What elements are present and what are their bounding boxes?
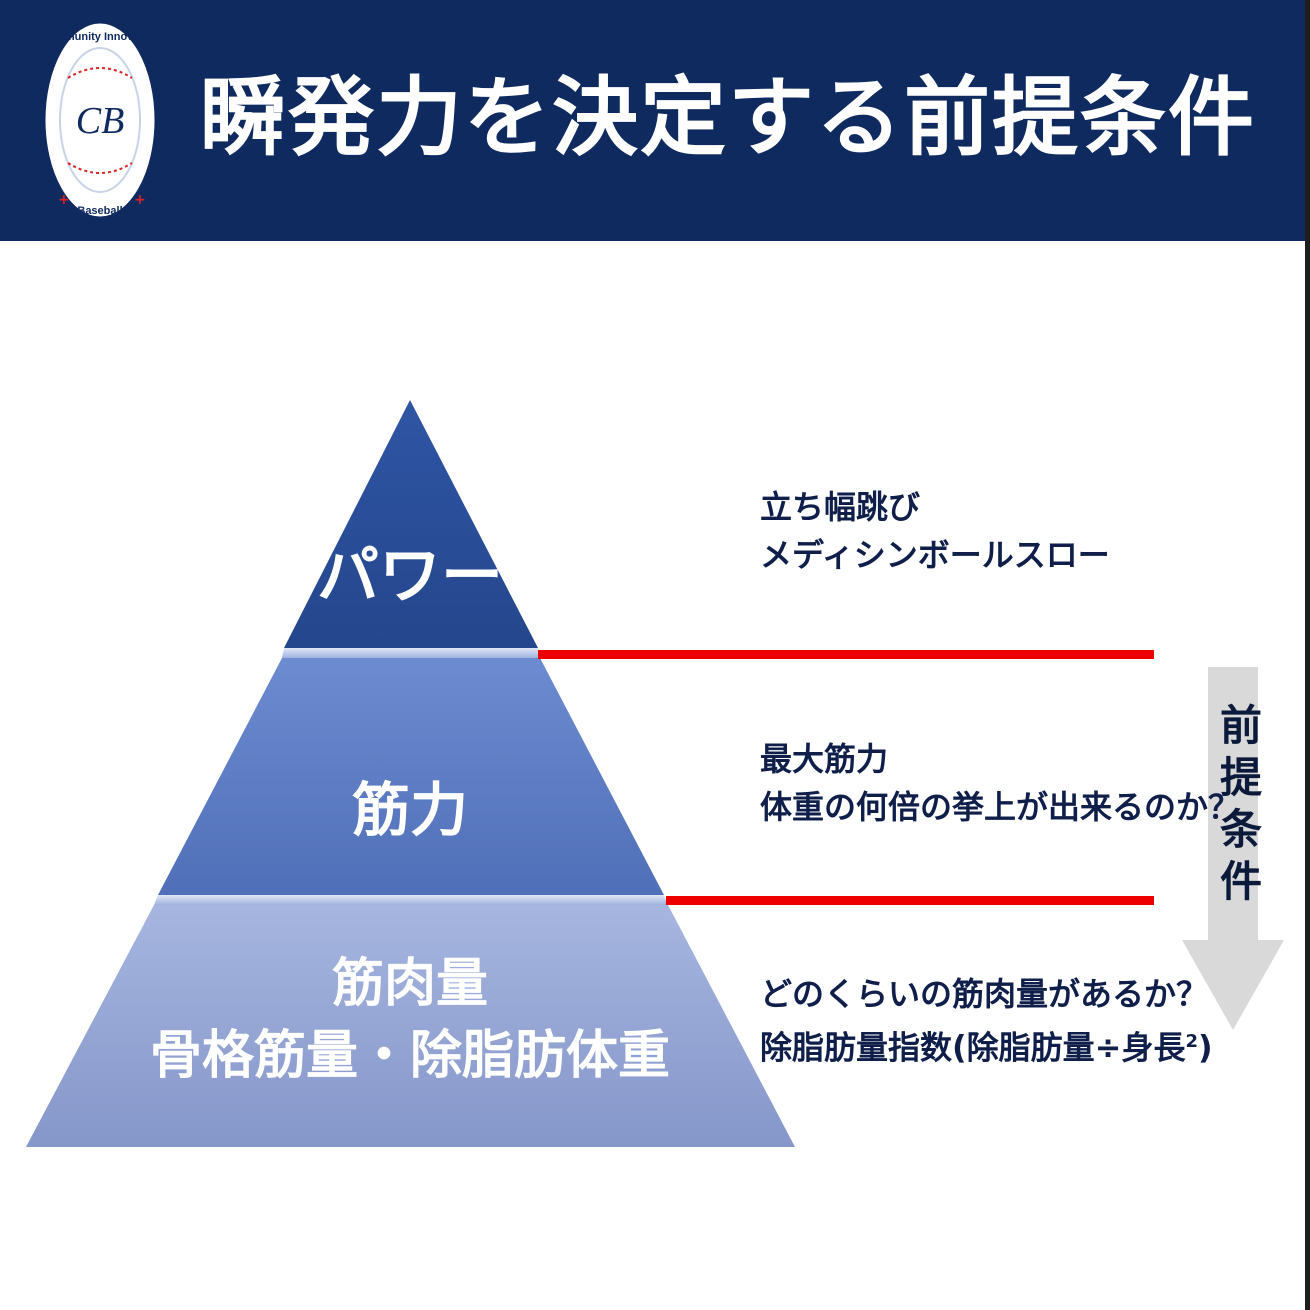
arrow-label-prerequisites: 前 提 条 件 <box>1216 700 1266 908</box>
desc-muscle-line1: どのくらいの筋肉量があるか？ <box>760 975 1209 1013</box>
svg-text:+: + <box>134 192 146 208</box>
pyramid-tier-strength <box>158 658 664 895</box>
tier-label-muscle-mass: 筋肉量 骨格筋量・除脂肪体重 <box>150 948 670 1092</box>
community-innovation-baseball-logo-icon: CB Community Innovation Baseball + + <box>40 20 160 220</box>
tier-description-strength: 最大筋力 体重の何倍の挙上が出来るのか？ <box>760 735 1240 831</box>
desc-power-line2: メディシンボールスロー <box>760 536 1110 574</box>
tier-label-strength: 筋力 <box>351 776 468 844</box>
desc-power-line1: 立ち幅跳び <box>760 488 921 526</box>
red-divider-upper <box>538 650 1154 659</box>
header-bar <box>0 0 1310 241</box>
tier-separator-upper <box>282 648 540 658</box>
pyramid-tier-muscle-mass <box>26 905 795 1147</box>
desc-strength-line1: 最大筋力 <box>760 740 889 778</box>
pyramid-tier-power <box>284 400 538 648</box>
page-title: 瞬発力を決定する前提条件 <box>200 68 1256 168</box>
logo-arc-bottom: Baseball <box>77 205 122 217</box>
tier-description-power: 立ち幅跳び メディシンボールスロー <box>760 483 1110 579</box>
tier-label-power: パワー <box>316 539 503 612</box>
desc-muscle-line2: 除脂肪量指数(除脂肪量÷身長2) <box>760 1028 1213 1067</box>
svg-text:+: + <box>58 192 70 208</box>
right-frame-edge <box>1305 0 1310 1310</box>
arrow-label-char: 提 <box>1219 753 1262 802</box>
tier-label-muscle-mass-line1: 筋肉量 <box>331 954 488 1014</box>
logo-monogram: CB <box>76 100 125 142</box>
red-divider-lower <box>666 896 1154 905</box>
superscript-2: 2 <box>1185 1031 1198 1052</box>
tier-separator-lower <box>154 895 668 905</box>
tier-label-muscle-mass-line2: 骨格筋量・除脂肪体重 <box>150 1026 671 1086</box>
down-arrow-icon <box>1182 667 1284 1030</box>
tier-description-muscle-mass: どのくらいの筋肉量があるか？ 除脂肪量指数(除脂肪量÷身長2) <box>760 970 1213 1072</box>
desc-strength-line2: 体重の何倍の挙上が出来るのか？ <box>760 788 1241 826</box>
logo-arc-top: Community Innovation <box>40 31 159 43</box>
arrow-label-char: 件 <box>1219 857 1262 906</box>
arrow-label-char: 条 <box>1219 805 1262 854</box>
arrow-label-char: 前 <box>1219 701 1262 750</box>
